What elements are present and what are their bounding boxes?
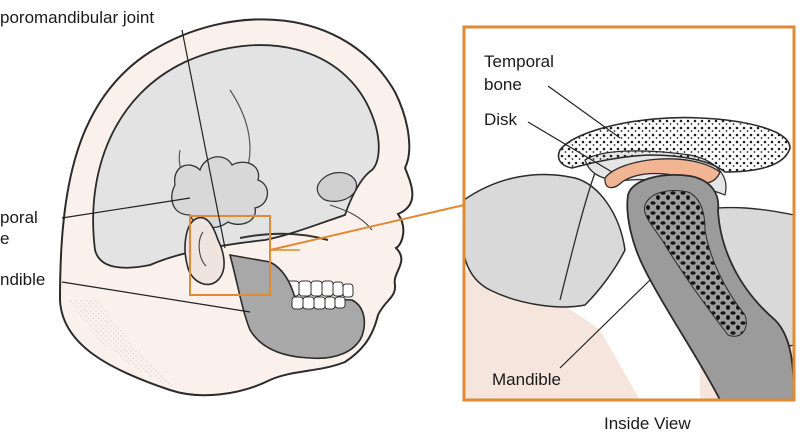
temporal-bone xyxy=(557,116,791,173)
temporal-bone-region xyxy=(171,156,269,229)
label-disk: Disk xyxy=(484,110,518,129)
connector-line xyxy=(269,204,465,251)
leader-mandible xyxy=(61,281,251,313)
label-mandible-inset: Mandible xyxy=(492,370,561,389)
label-temporal-bone-1: Temporal xyxy=(484,52,554,71)
label-temporal-bone-2: bone xyxy=(484,75,522,94)
ear xyxy=(184,216,225,286)
leader-disk xyxy=(527,121,613,173)
label-temporomandibular-joint: poromandibular joint xyxy=(0,8,155,27)
inset-view xyxy=(462,25,796,402)
caption-inside-view: Inside View xyxy=(604,414,691,433)
leader-inset-mandible xyxy=(559,279,651,369)
inset-frame xyxy=(462,25,796,402)
label-mandible-left: ndible xyxy=(0,270,46,289)
head-illustration xyxy=(58,18,465,397)
leader-tmj xyxy=(181,29,226,249)
leader-temporal xyxy=(61,197,191,219)
label-temporal-bone-left-2: e xyxy=(0,229,10,248)
label-temporal-bone-left-1: poral xyxy=(0,208,38,227)
leader-temporal-bone xyxy=(547,85,621,139)
skull xyxy=(92,44,380,269)
articular-eminence xyxy=(464,173,626,308)
joint-highlight-box xyxy=(189,215,271,296)
lower-teeth xyxy=(291,296,346,310)
